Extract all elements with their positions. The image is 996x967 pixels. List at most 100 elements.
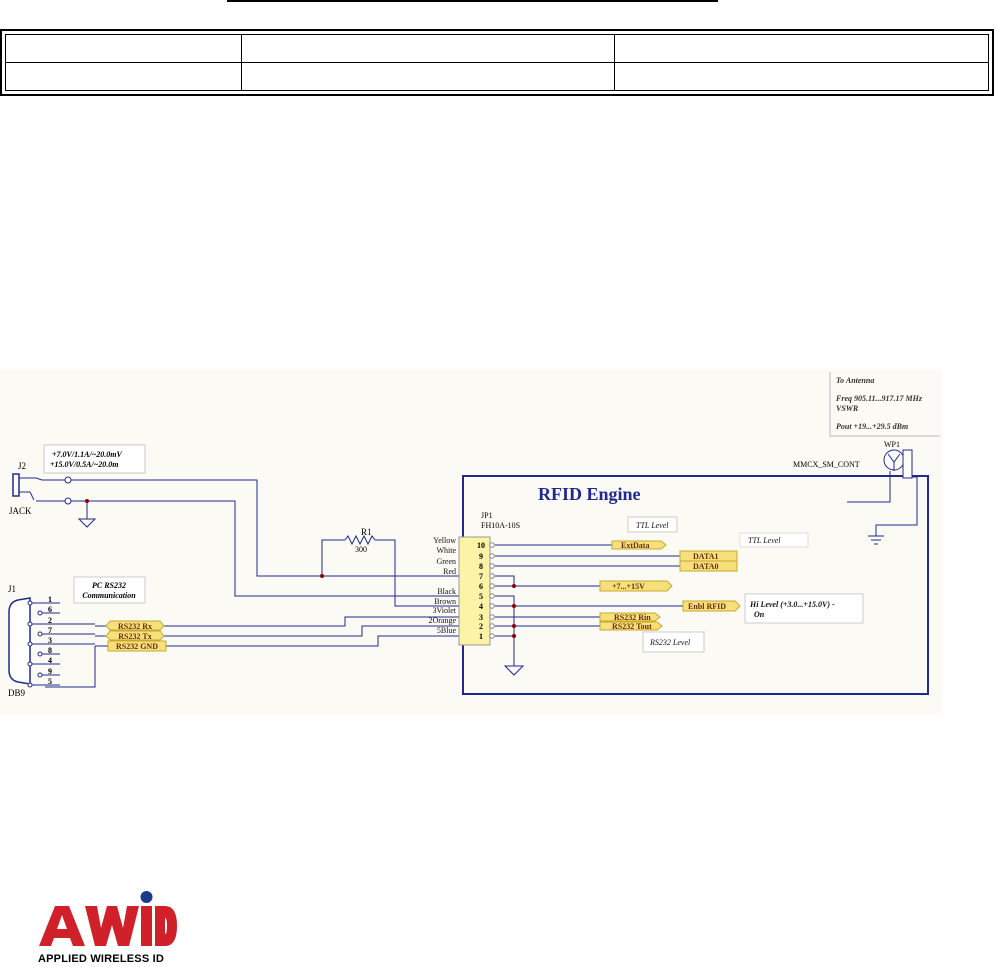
table-cell <box>614 34 989 63</box>
net-label: DATA1 <box>679 550 738 562</box>
wire-color-label: 2Orange <box>428 616 456 625</box>
ground-symbols <box>77 518 884 676</box>
db9-pin: 8 <box>48 646 52 655</box>
table-cell <box>614 62 989 91</box>
pin-number: 3 <box>479 613 483 622</box>
pin-number: 4 <box>479 602 483 611</box>
table-cell <box>5 34 242 63</box>
net-label: RS232 Rin <box>599 612 661 622</box>
antenna-note-line: Pout +19...+29.5 dBm <box>836 422 908 431</box>
antenna-part: MMCX_SM_CONT <box>793 460 860 469</box>
junctions <box>85 499 516 638</box>
connector-ref: JP1 <box>481 511 493 520</box>
net-label: DATA0 <box>679 560 738 572</box>
db9-pin: 3 <box>48 636 52 645</box>
db9-pin: 5 <box>48 677 52 686</box>
pin-number: 8 <box>479 562 483 571</box>
pin-number: 7 <box>479 572 483 581</box>
net-label: RS232 Tout <box>599 621 663 631</box>
connector-jp1: JP1 FH10A-10S 10 9 8 7 6 5 4 3 2 1 <box>458 511 520 646</box>
pin-number: 2 <box>479 622 483 631</box>
table-row <box>5 34 989 63</box>
jack-name: JACK <box>9 506 32 516</box>
net-label-text: DATA0 <box>693 562 718 571</box>
antenna-note: To Antenna Freq 905.11...917.17 MHz VSWR… <box>829 372 940 437</box>
power-note-line: +15.0V/0.5A/~20.0m <box>50 460 118 469</box>
net-label: Enbl RFID <box>682 600 741 612</box>
net-label: +7...+15V <box>599 580 673 592</box>
hi-level-note: Hi Level (+3.0...+15.0V) - <box>749 600 835 609</box>
db9-pin: 1 <box>48 595 52 604</box>
resistor-r1: R1 300 <box>344 527 376 554</box>
antenna-note-line: VSWR <box>836 404 859 413</box>
power-note-line: +7.0V/1.1A/~20.0mV <box>52 450 122 459</box>
level-notes: TTL Level TTL Level RS232 Level Hi Level… <box>627 516 864 653</box>
db9-net-labels: RS232 Rx RS232 Tx RS232 GND <box>105 620 167 652</box>
wire-color-label: Green <box>436 557 456 566</box>
ttl-level-note: TTL Level <box>636 521 669 530</box>
db9-pin: 6 <box>48 605 52 614</box>
db9-pin: 4 <box>48 656 52 665</box>
awid-logo <box>39 891 177 946</box>
rfid-schematic: To Antenna Freq 905.11...917.17 MHz VSWR… <box>0 370 942 715</box>
db9-ref: J1 <box>8 584 16 594</box>
pin-number: 1 <box>479 632 483 641</box>
db9-pin: 9 <box>48 667 52 676</box>
output-net-labels: ExtData DATA1 DATA0 +7...+15V Enbl RFID … <box>599 540 741 631</box>
table-cell <box>240 34 616 63</box>
jack-ref: J2 <box>18 461 26 471</box>
net-label-text: RS232 Rin <box>614 613 651 622</box>
wire-color-label: Red <box>443 567 456 576</box>
rs232-level-note: RS232 Level <box>649 638 691 647</box>
header-rule <box>227 0 718 2</box>
wire-color-labels: Yellow White Green Red Black Brown 3Viol… <box>428 536 456 635</box>
table-cell <box>5 62 242 91</box>
pin-number: 6 <box>479 582 483 591</box>
db9-j1: J1 DB9 1 6 2 7 3 8 4 9 5 <box>8 584 95 698</box>
wire-color-label: White <box>436 546 456 555</box>
wire-color-label: Brown <box>434 597 456 606</box>
hi-level-note: On <box>754 610 765 619</box>
engine-title: RFID Engine <box>538 484 641 504</box>
connector-part: FH10A-10S <box>481 521 520 530</box>
db9-name: DB9 <box>8 688 26 698</box>
table-cell <box>240 62 616 91</box>
wire-color-label: 5Blue <box>437 626 457 635</box>
pin-number: 9 <box>479 552 483 561</box>
logo-subtitle: APPLIED WIRELESS ID <box>38 953 165 965</box>
wire-color-label: Yellow <box>433 536 456 545</box>
net-label: RS232 GND <box>107 640 167 652</box>
db9-pin: 2 <box>48 616 52 625</box>
resistor-value: 300 <box>355 545 367 554</box>
net-label-text: RS232 Rx <box>118 622 152 631</box>
ttl-level-note: TTL Level <box>748 536 781 545</box>
net-label-text: RS232 Tout <box>612 622 652 631</box>
antenna-ref: WP1 <box>884 440 900 449</box>
wires <box>36 471 918 688</box>
resistor-ref: R1 <box>361 527 372 537</box>
db9-pin: 7 <box>48 626 52 635</box>
antenna-connector-wp1: WP1 MMCX_SM_CONT <box>793 440 913 479</box>
net-label-text: +7...+15V <box>612 582 645 591</box>
header-table <box>0 29 994 96</box>
jack-j2: J2 JACK <box>9 461 43 516</box>
net-label-text: RS232 Tx <box>118 632 151 641</box>
pin-number: 10 <box>477 541 485 550</box>
power-note: +7.0V/1.1A/~20.0mV +15.0V/0.5A/~20.0m <box>43 444 146 474</box>
net-label-text: Enbl RFID <box>688 602 726 611</box>
net-label-text: DATA1 <box>693 552 718 561</box>
table-row <box>5 62 989 91</box>
wire-color-label: 3Violet <box>432 606 456 615</box>
pc-rs232-note: PC RS232 Communication <box>73 576 146 604</box>
net-label-text: RS232 GND <box>116 642 158 651</box>
pc-note-line: Communication <box>82 591 136 600</box>
pin-number: 5 <box>479 592 483 601</box>
net-label: ExtData <box>611 540 667 550</box>
antenna-note-line: To Antenna <box>836 376 874 385</box>
net-label: RS232 Rx <box>105 620 165 631</box>
wire-color-label: Black <box>437 587 456 596</box>
net-label: RS232 Tx <box>105 630 165 641</box>
antenna-note-line: Freq 905.11...917.17 MHz <box>835 394 923 403</box>
net-label-text: ExtData <box>621 541 649 550</box>
pc-note-line: PC RS232 <box>92 581 126 590</box>
